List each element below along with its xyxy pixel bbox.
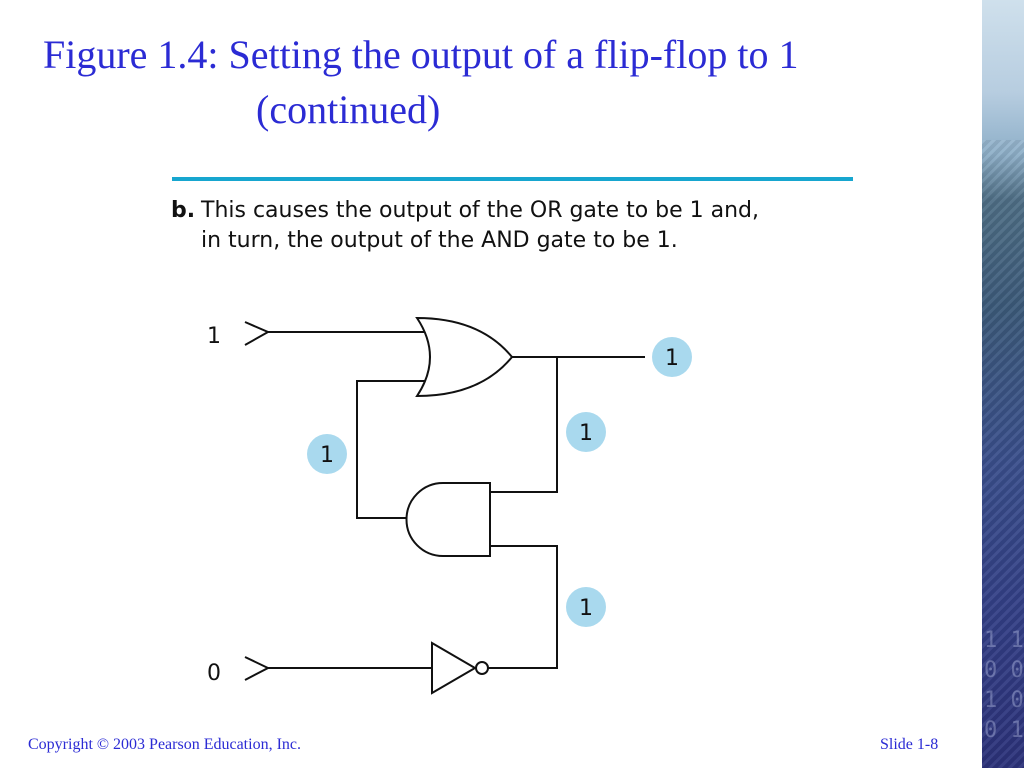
badge-and-output: 1 [566, 587, 606, 627]
footer-slide-number: Slide 1-8 [880, 736, 939, 753]
caption-marker: b. [171, 198, 196, 223]
not-gate [431, 641, 477, 695]
badge-feedback: 1 [307, 434, 347, 474]
footer-copyright: Copyright © 2003 Pearson Education, Inc. [28, 736, 301, 753]
caption-line-2: in turn, the output of the AND gate to b… [201, 228, 678, 253]
and-gate [405, 482, 491, 557]
side-strip-digits-1: 1 1 [984, 628, 1024, 653]
badge-feedback-value: 1 [320, 443, 334, 468]
badge-and-output-value: 1 [579, 596, 593, 621]
badge-and-input-value: 1 [579, 421, 593, 446]
wire-and-output-lower [488, 545, 558, 669]
not-gate-bubble [475, 661, 489, 675]
badge-or-output: 1 [652, 337, 692, 377]
input-label-top: 1 [207, 324, 221, 349]
side-strip-digits-2: 0 0 [984, 658, 1024, 683]
decorative-side-strip [982, 0, 1024, 768]
badge-or-output-value: 1 [665, 346, 679, 371]
wire-and-output-to-or-input [356, 380, 432, 519]
slide-title-line-2: (continued) [256, 87, 441, 132]
input-label-bottom: 0 [207, 661, 221, 686]
wire-or-output-to-and-input [490, 357, 558, 493]
or-gate [415, 316, 514, 398]
divider-rule [172, 177, 853, 181]
caption-line-1: This causes the output of the OR gate to… [201, 198, 760, 223]
side-strip-digits-3: 1 0 [984, 688, 1024, 713]
input-arrow-top [244, 321, 271, 346]
badge-and-input: 1 [566, 412, 606, 452]
flip-flop-circuit-diagram: 1 0 1 1 1 1 [207, 316, 692, 695]
side-strip-digits-4: 0 1 [984, 718, 1024, 743]
input-arrow-bottom [244, 656, 271, 681]
slide-title-line-1: Figure 1.4: Setting the output of a flip… [43, 32, 799, 77]
